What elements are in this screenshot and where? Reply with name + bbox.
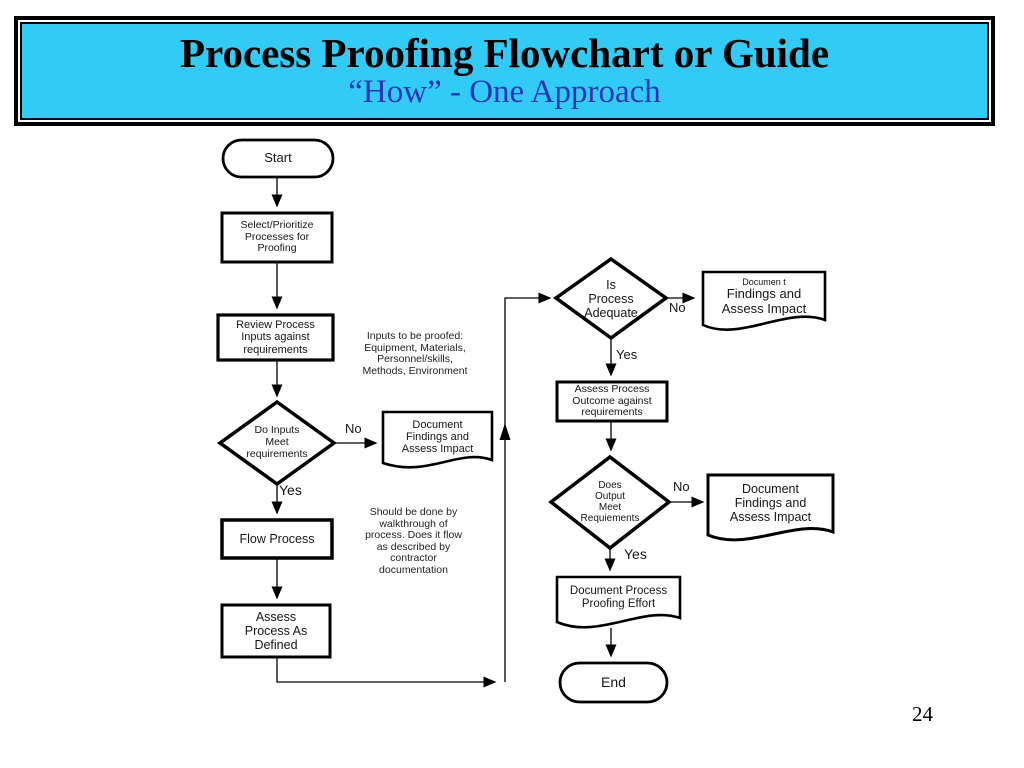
flow-process-shape xyxy=(220,518,334,560)
select-process-shape xyxy=(220,211,334,264)
slide-subtitle: “How” - One Approach xyxy=(348,73,661,110)
start-label: Start xyxy=(264,150,292,166)
review-inputs-shape xyxy=(216,313,335,362)
decision-do-inputs-shape xyxy=(217,399,337,487)
document-findings-right-label: Document Findings and Assess Impact xyxy=(729,482,812,524)
outcome-label: Assess Process Outcome against requireme… xyxy=(572,382,652,419)
up-arrowhead-riser xyxy=(499,423,511,440)
connector-lines xyxy=(271,177,705,688)
annotation-walkthrough-note: Should be done by walkthrough of process… xyxy=(365,506,462,576)
annotation-inputs-note: Inputs to be proofed: Equipment, Materia… xyxy=(362,330,468,377)
review-inputs-label: Review Process Inputs against requiremen… xyxy=(236,319,315,356)
decision-does-output-label: Does Output Meet Requiements xyxy=(580,479,640,525)
edge-label-yes-1: Yes xyxy=(279,482,302,498)
edge-label-yes-3: Yes xyxy=(624,546,647,562)
end-terminator-shape xyxy=(558,661,669,704)
start-terminator-shape xyxy=(221,138,335,179)
select-process-label: Select/Prioritize Processes for Proofing xyxy=(240,218,314,255)
document-findings-top-rest: Findings and Assess Impact xyxy=(721,286,807,316)
document-findings-left-shape xyxy=(381,410,494,469)
flow-process-label: Flow Process xyxy=(239,532,315,546)
document-findings-top-line1: Documen t xyxy=(742,276,786,287)
document-findings-left-label: Document Findings and Assess Impact xyxy=(401,418,474,456)
title-banner-inner: Process Proofing Flowchart or Guide “How… xyxy=(20,22,989,120)
slide-title: Process Proofing Flowchart or Guide xyxy=(179,29,830,76)
edge-label-no-2: No xyxy=(669,300,686,315)
document-findings-right-shape xyxy=(706,473,835,542)
edge-label-no-3: No xyxy=(673,479,690,494)
title-banner: Process Proofing Flowchart or Guide “How… xyxy=(14,16,995,126)
decision-is-adequate-shape xyxy=(552,256,670,341)
end-label: End xyxy=(601,673,626,690)
edge-label-yes-2: Yes xyxy=(616,347,638,362)
document-proofing-effort-label: Document Process Proofing Effort xyxy=(569,585,668,610)
decision-do-inputs-label: Do Inputs Meet requirements xyxy=(246,424,308,460)
page-number: 24 xyxy=(912,702,933,726)
decision-does-output-shape xyxy=(548,454,672,551)
outcome-shape xyxy=(555,380,669,423)
document-findings-top-shape xyxy=(701,270,827,331)
document-findings-top-label: Documen t Findings and Assess Impact xyxy=(703,274,825,320)
document-proofing-effort-shape xyxy=(555,575,682,629)
edge-assess-return xyxy=(276,657,497,688)
edge-label-no-1: No xyxy=(345,421,362,436)
decision-is-adequate-label: Is Process Adequate xyxy=(584,277,638,320)
edge-riser-isadequate xyxy=(504,292,552,682)
assess-defined-shape xyxy=(220,603,332,659)
assess-defined-label: Assess Process As Defined xyxy=(244,610,308,652)
